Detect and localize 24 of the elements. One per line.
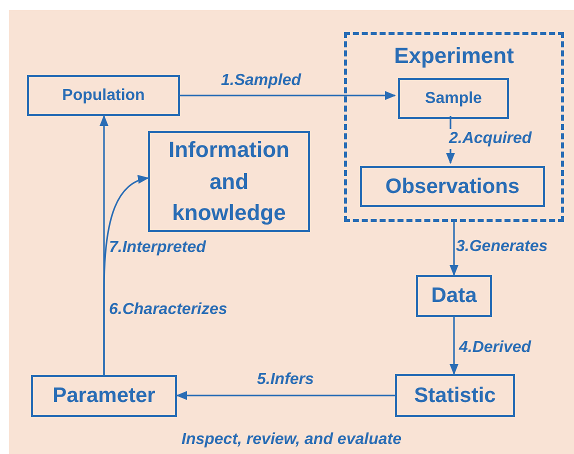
arrow (103, 176, 150, 375)
process-box (31, 375, 177, 417)
edge-label: 1.Sampled (220, 71, 302, 91)
arrow (180, 91, 396, 100)
node-label: Sample (425, 88, 482, 108)
note-text: Inspect, review, and evaluate (180, 430, 402, 450)
process-box (398, 78, 509, 119)
node-label: Data (431, 283, 477, 310)
arrow (176, 391, 395, 400)
group-heading: Experiment (394, 42, 514, 70)
edge-label: 7.Interpreted (108, 238, 207, 258)
node-label: Parameter (52, 383, 156, 410)
node-label: Information and knowledge (168, 136, 290, 228)
node-label: Population (62, 86, 145, 106)
process-box (148, 131, 310, 232)
edge-label: 2.Acquired (448, 129, 533, 149)
arrow (450, 317, 458, 376)
process-box (360, 166, 545, 207)
process-box (416, 275, 492, 317)
process-box (27, 75, 180, 116)
node-label: Statistic (414, 382, 496, 409)
process-box (395, 374, 515, 417)
node-label: Observations (385, 174, 520, 200)
arrow (450, 222, 458, 276)
